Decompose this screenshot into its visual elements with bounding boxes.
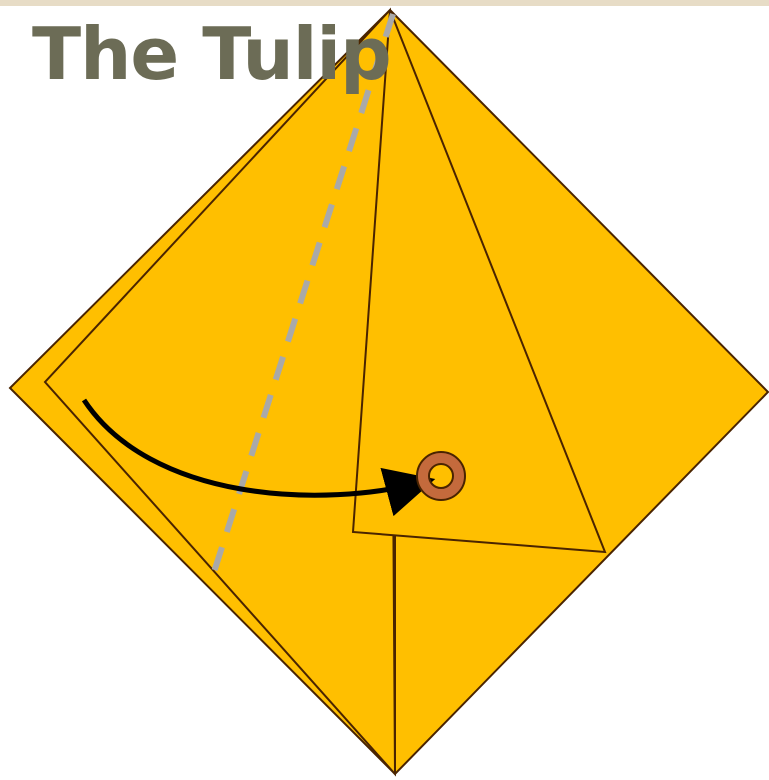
top-band bbox=[0, 0, 769, 6]
target-ring-fill bbox=[418, 453, 464, 499]
paper-folded-flap bbox=[351, 9, 607, 554]
fold-dashed-line bbox=[211, 13, 396, 573]
diagram-title: The Tulip bbox=[32, 12, 392, 96]
paper-left-flap bbox=[43, 7, 397, 777]
fold-arrow bbox=[81, 398, 436, 517]
